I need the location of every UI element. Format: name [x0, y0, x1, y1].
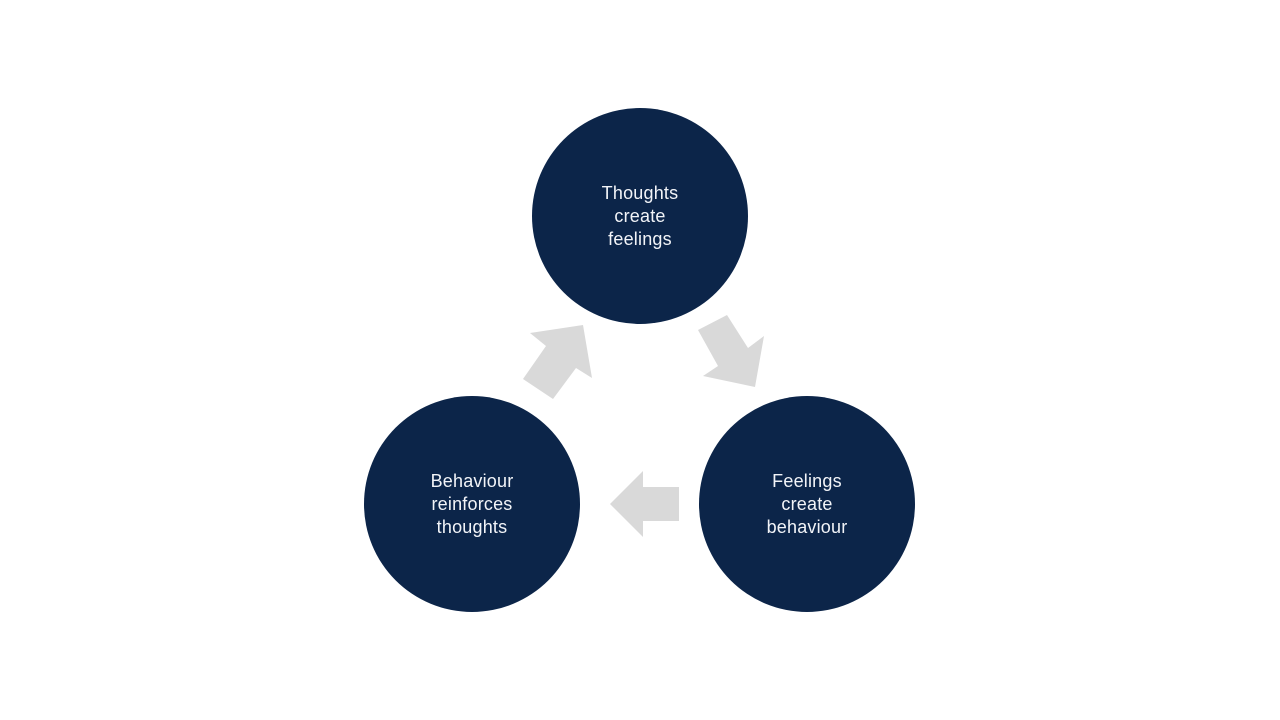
node-behaviour-label: Behaviour reinforces thoughts — [431, 470, 514, 539]
node-behaviour: Behaviour reinforces thoughts — [364, 396, 580, 612]
label-line: behaviour — [766, 516, 848, 537]
arrow-thoughts-to-feelings — [698, 315, 764, 387]
label-line: thoughts — [436, 516, 508, 537]
label-line: reinforces — [431, 493, 513, 514]
label-line: feelings — [608, 228, 672, 249]
arrow-feelings-to-behaviour — [610, 471, 679, 537]
label-line: Behaviour — [430, 470, 514, 491]
label-line: create — [781, 493, 833, 514]
node-thoughts-label: Thoughts create feelings — [602, 182, 679, 251]
label-line: Feelings — [772, 470, 842, 491]
node-thoughts: Thoughts create feelings — [532, 108, 748, 324]
node-feelings-label: Feelings create behaviour — [767, 470, 848, 539]
node-feelings: Feelings create behaviour — [699, 396, 915, 612]
label-line: Thoughts — [601, 182, 679, 203]
arrow-behaviour-to-thoughts — [523, 325, 592, 399]
label-line: create — [614, 205, 666, 226]
